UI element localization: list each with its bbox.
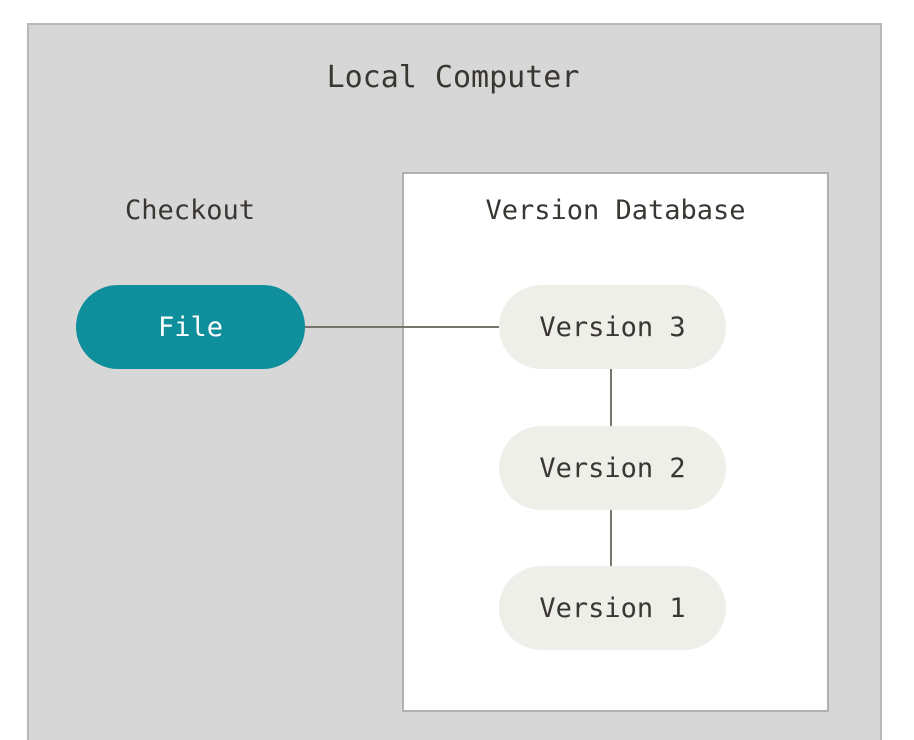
version-2-node: Version 2 — [499, 426, 726, 510]
checkout-label: Checkout — [124, 195, 256, 226]
local-computer-title: Local Computer — [326, 60, 580, 95]
version-3-node: Version 3 — [499, 285, 726, 369]
file-node: File — [76, 285, 305, 369]
version-database-label: Version Database — [485, 195, 746, 226]
version-1-node: Version 1 — [499, 566, 726, 650]
